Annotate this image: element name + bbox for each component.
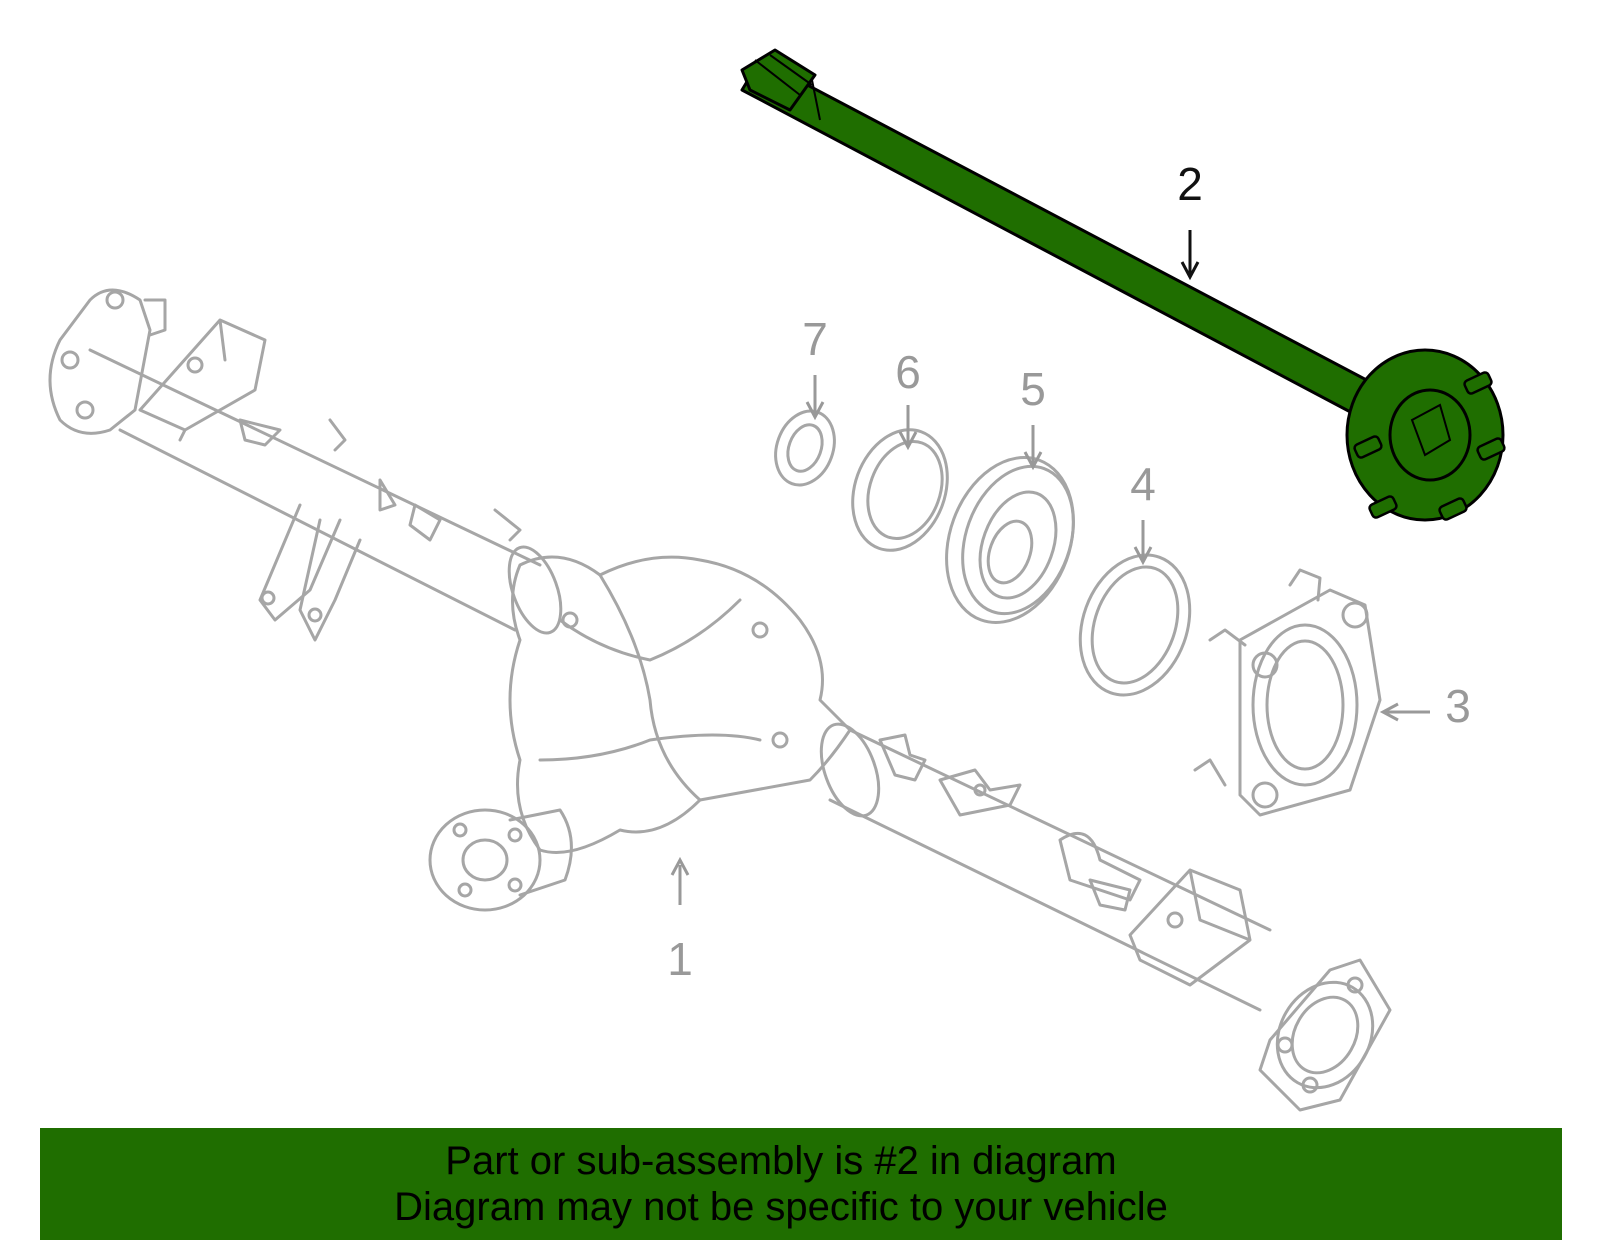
callout-1[interactable]: 1: [667, 933, 693, 985]
callout-6[interactable]: 6: [895, 346, 921, 398]
washer-part-7[interactable]: [766, 403, 845, 494]
callout-7[interactable]: 7: [802, 313, 828, 365]
retainer-plate-part-3[interactable]: [1193, 568, 1382, 817]
banner-part-note: Part or sub-assembly is #2 in diagram: [445, 1139, 1117, 1183]
axle-housing-part-1[interactable]: [48, 288, 1392, 1112]
callout-2[interactable]: 2: [1177, 158, 1203, 210]
callout-5[interactable]: 5: [1020, 363, 1046, 415]
axle-shaft-part-2[interactable]: [740, 48, 1506, 522]
race-part-6[interactable]: [837, 416, 964, 563]
callout-4[interactable]: 4: [1130, 458, 1156, 510]
bearing-part-5[interactable]: [925, 440, 1096, 641]
banner-disclaimer: Diagram may not be specific to your vehi…: [394, 1185, 1168, 1229]
leader-lines: [670, 230, 1430, 905]
ring-part-4[interactable]: [1062, 540, 1209, 711]
callout-3[interactable]: 3: [1445, 680, 1471, 732]
info-banner: Part or sub-assembly is #2 in diagram Di…: [40, 1128, 1562, 1240]
